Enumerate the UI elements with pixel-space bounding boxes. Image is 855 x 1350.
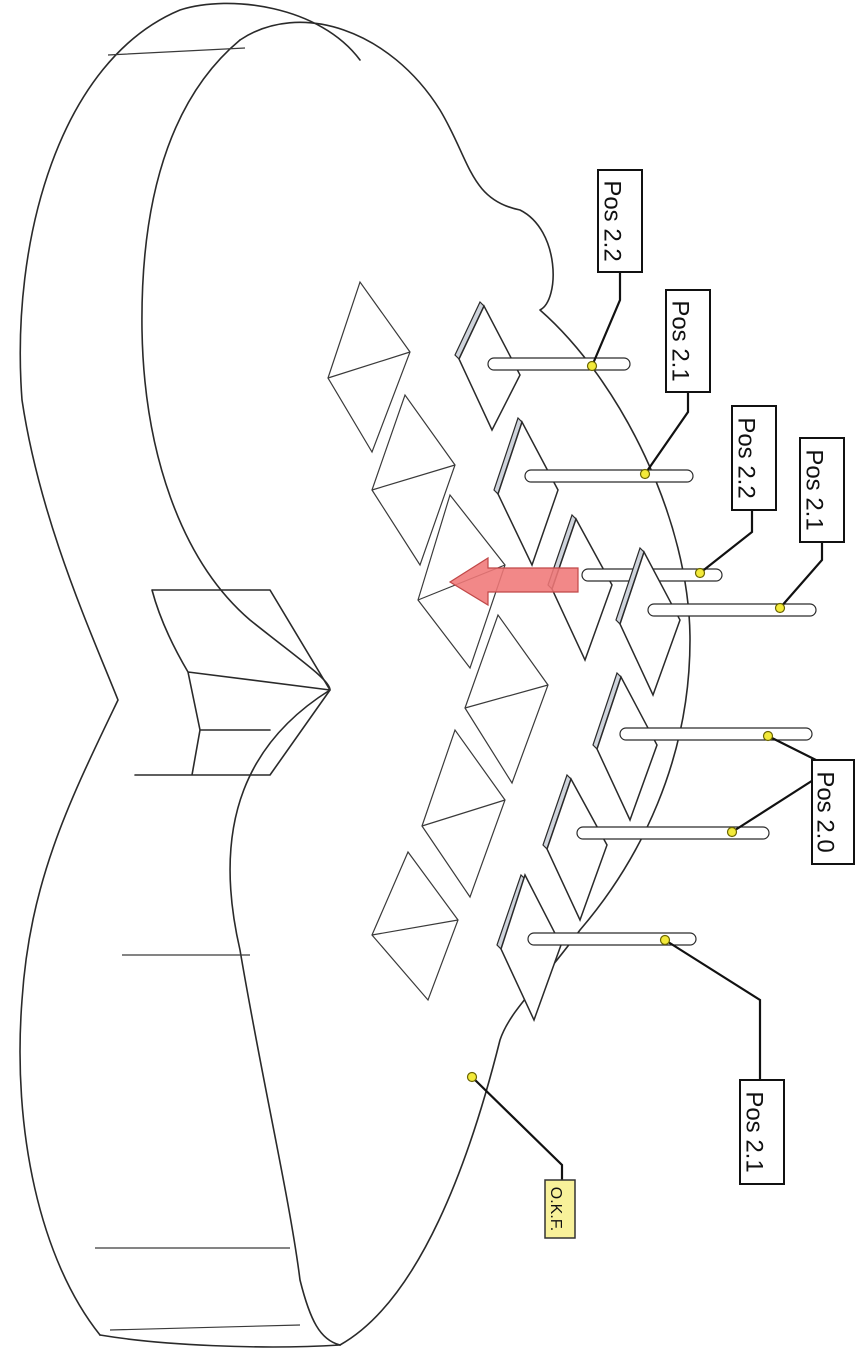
- label-text: Pos 2.0: [812, 771, 839, 852]
- callout-dot: [774, 602, 786, 614]
- peanut-block: [19, 2, 691, 1348]
- waist-notch: [134, 589, 331, 776]
- plate-7: [496, 873, 697, 1022]
- label-pos-2-0: Pos 2.0: [811, 759, 855, 865]
- recess-2: [371, 393, 456, 567]
- leader-pos-2-1-a: [644, 392, 690, 475]
- plate-4: [615, 546, 817, 697]
- label-text: Pos 2.1: [741, 1091, 768, 1172]
- label-text: Pos 2.2: [733, 417, 760, 498]
- leader-pos-2-1-c: [664, 939, 762, 1080]
- plate-5: [592, 671, 813, 822]
- callout-dot: [762, 730, 774, 742]
- block-top-face: [239, 21, 691, 1346]
- label-pos-2-1-a: Pos 2.1: [665, 289, 711, 393]
- recess-6: [371, 850, 459, 1002]
- label-pos-2-2-a: Pos 2.2: [597, 169, 643, 273]
- label-text: Pos 2.1: [667, 300, 694, 381]
- callout-dot: [726, 826, 738, 838]
- leader-pos-2-2-b: [699, 510, 754, 574]
- callout-dot: [586, 360, 598, 372]
- label-okf: O.K.F.: [544, 1179, 576, 1239]
- label-text: Pos 2.1: [801, 449, 828, 530]
- recess-4: [464, 613, 549, 785]
- block-inner-edge: [141, 39, 341, 1346]
- callout-dot: [659, 934, 671, 946]
- plate-assemblies: [454, 300, 817, 1022]
- wall-segment-lines: [95, 47, 301, 1331]
- label-pos-2-2-b: Pos 2.2: [731, 405, 777, 511]
- recesses: [327, 280, 549, 1002]
- recess-5: [421, 728, 506, 899]
- leader-lines: [471, 272, 834, 1180]
- leader-pos-2-1-b: [779, 542, 824, 609]
- flow-arrow: [448, 556, 579, 607]
- label-pos-2-1-c: Pos 2.1: [739, 1079, 785, 1185]
- recess-1: [327, 280, 411, 454]
- label-text: Pos 2.2: [599, 180, 626, 261]
- callout-dot: [694, 567, 706, 579]
- label-pos-2-1-b: Pos 2.1: [799, 437, 845, 543]
- leader-okf: [471, 1076, 564, 1180]
- callout-dots: [466, 360, 786, 1083]
- plate-2: [493, 416, 694, 567]
- block-outer-wall: [19, 2, 361, 1336]
- leader-pos-2-2-a: [590, 272, 622, 367]
- label-text: O.K.F.: [547, 1187, 564, 1231]
- callout-dot: [466, 1071, 478, 1083]
- plate-6: [542, 773, 770, 922]
- plate-1: [454, 300, 631, 432]
- callout-dot: [639, 468, 651, 480]
- block-bottom-rim: [99, 1334, 341, 1348]
